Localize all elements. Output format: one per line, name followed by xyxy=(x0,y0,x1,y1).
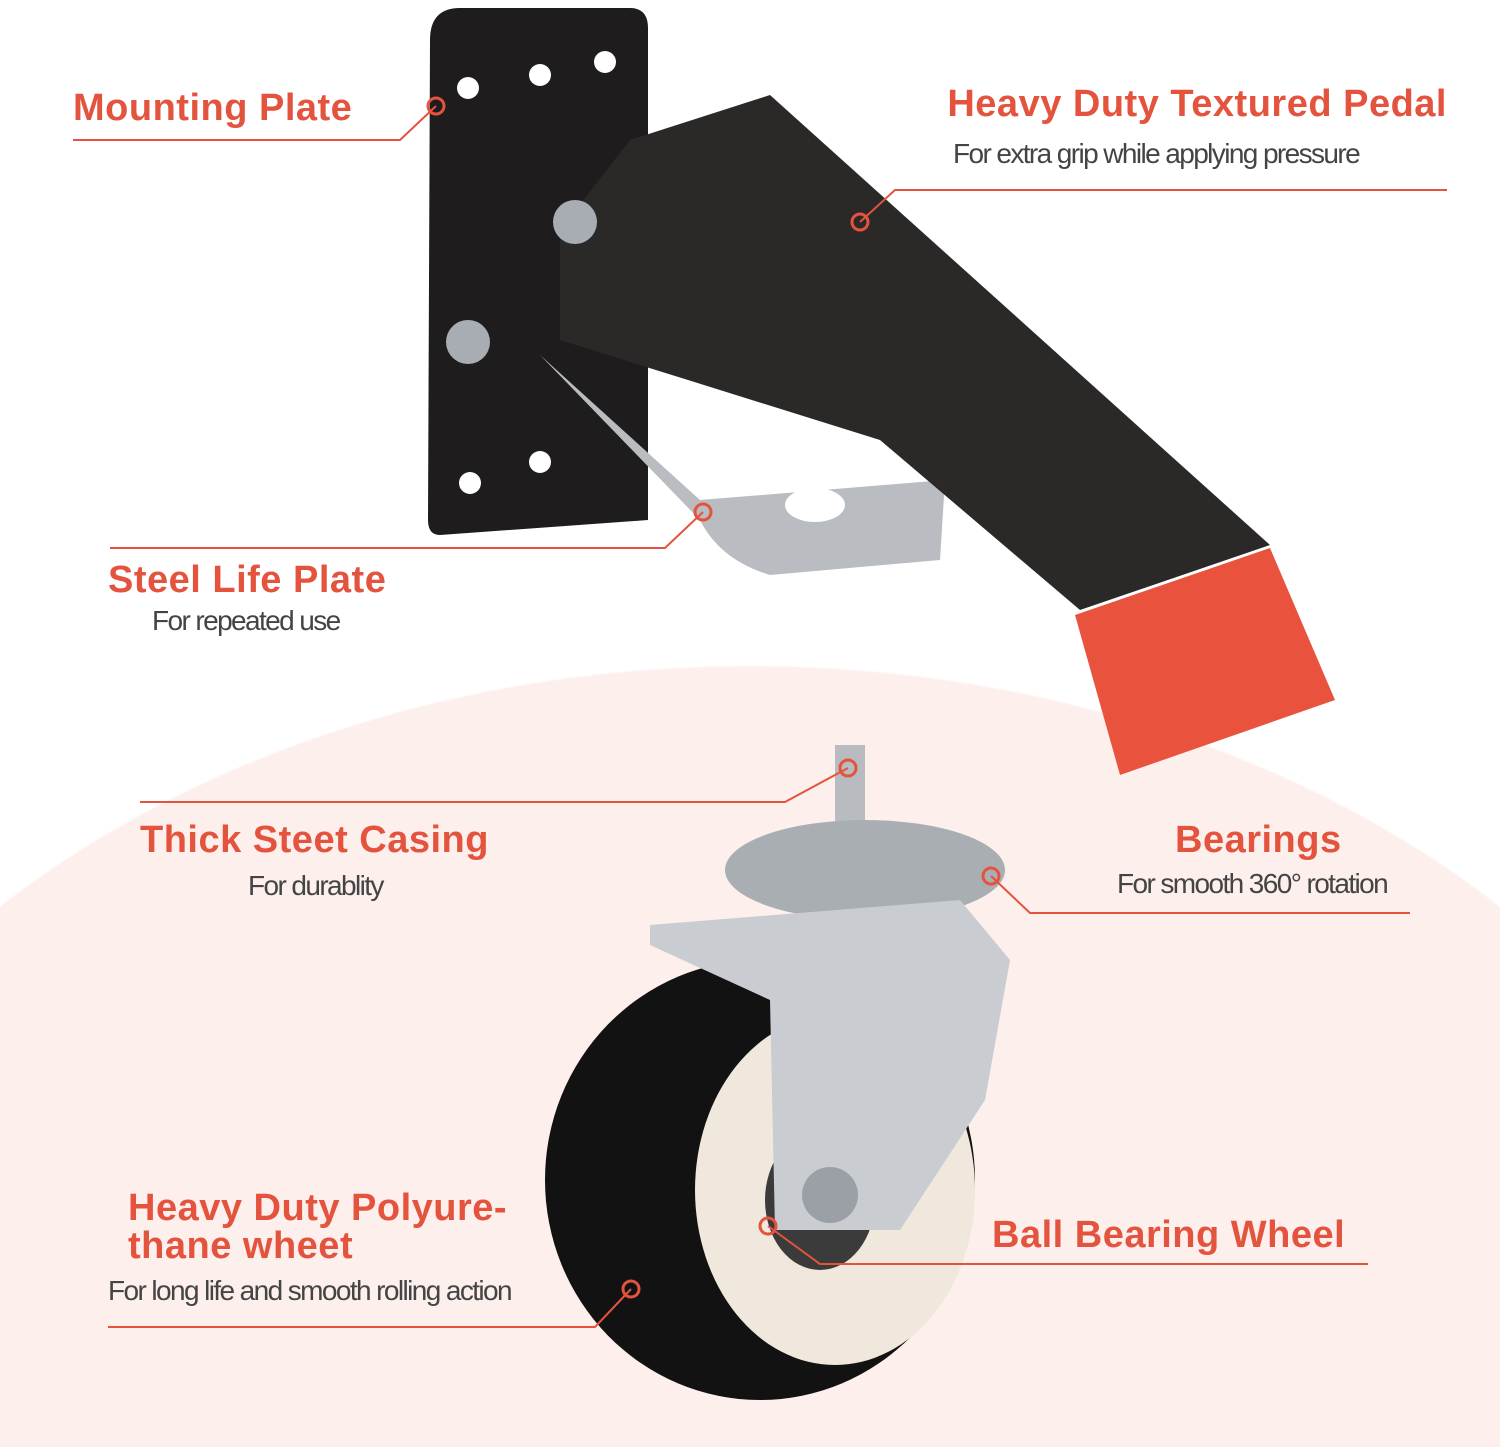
mounting-plate-title: Mounting Plate xyxy=(73,87,353,129)
wheel-subtitle: For long life and smooth rolling action xyxy=(108,1275,513,1306)
steel-plate-title: Steel Life Plate xyxy=(108,559,387,601)
caster-wheel xyxy=(545,745,1010,1400)
callout-lines xyxy=(73,96,1447,1328)
casing-title: Thick Steet Casing xyxy=(140,819,489,861)
casing-subtitle: For durablity xyxy=(248,870,384,901)
ball-bearing-title: Ball Bearing Wheel xyxy=(992,1214,1346,1256)
lever-mechanism xyxy=(428,8,1335,775)
bearings-subtitle: For smooth 360° rotation xyxy=(1117,868,1389,899)
wheel-title-line1: Heavy Duty Polyure- xyxy=(128,1187,508,1229)
pedal-title: Heavy Duty Textured Pedal xyxy=(947,83,1447,125)
bearings-title: Bearings xyxy=(1175,819,1342,861)
pedal-subtitle: For extra grip while applying pressure xyxy=(953,138,1361,169)
wheel-title-line2: thane wheet xyxy=(128,1225,354,1267)
steel-plate-subtitle: For repeated use xyxy=(152,605,341,636)
